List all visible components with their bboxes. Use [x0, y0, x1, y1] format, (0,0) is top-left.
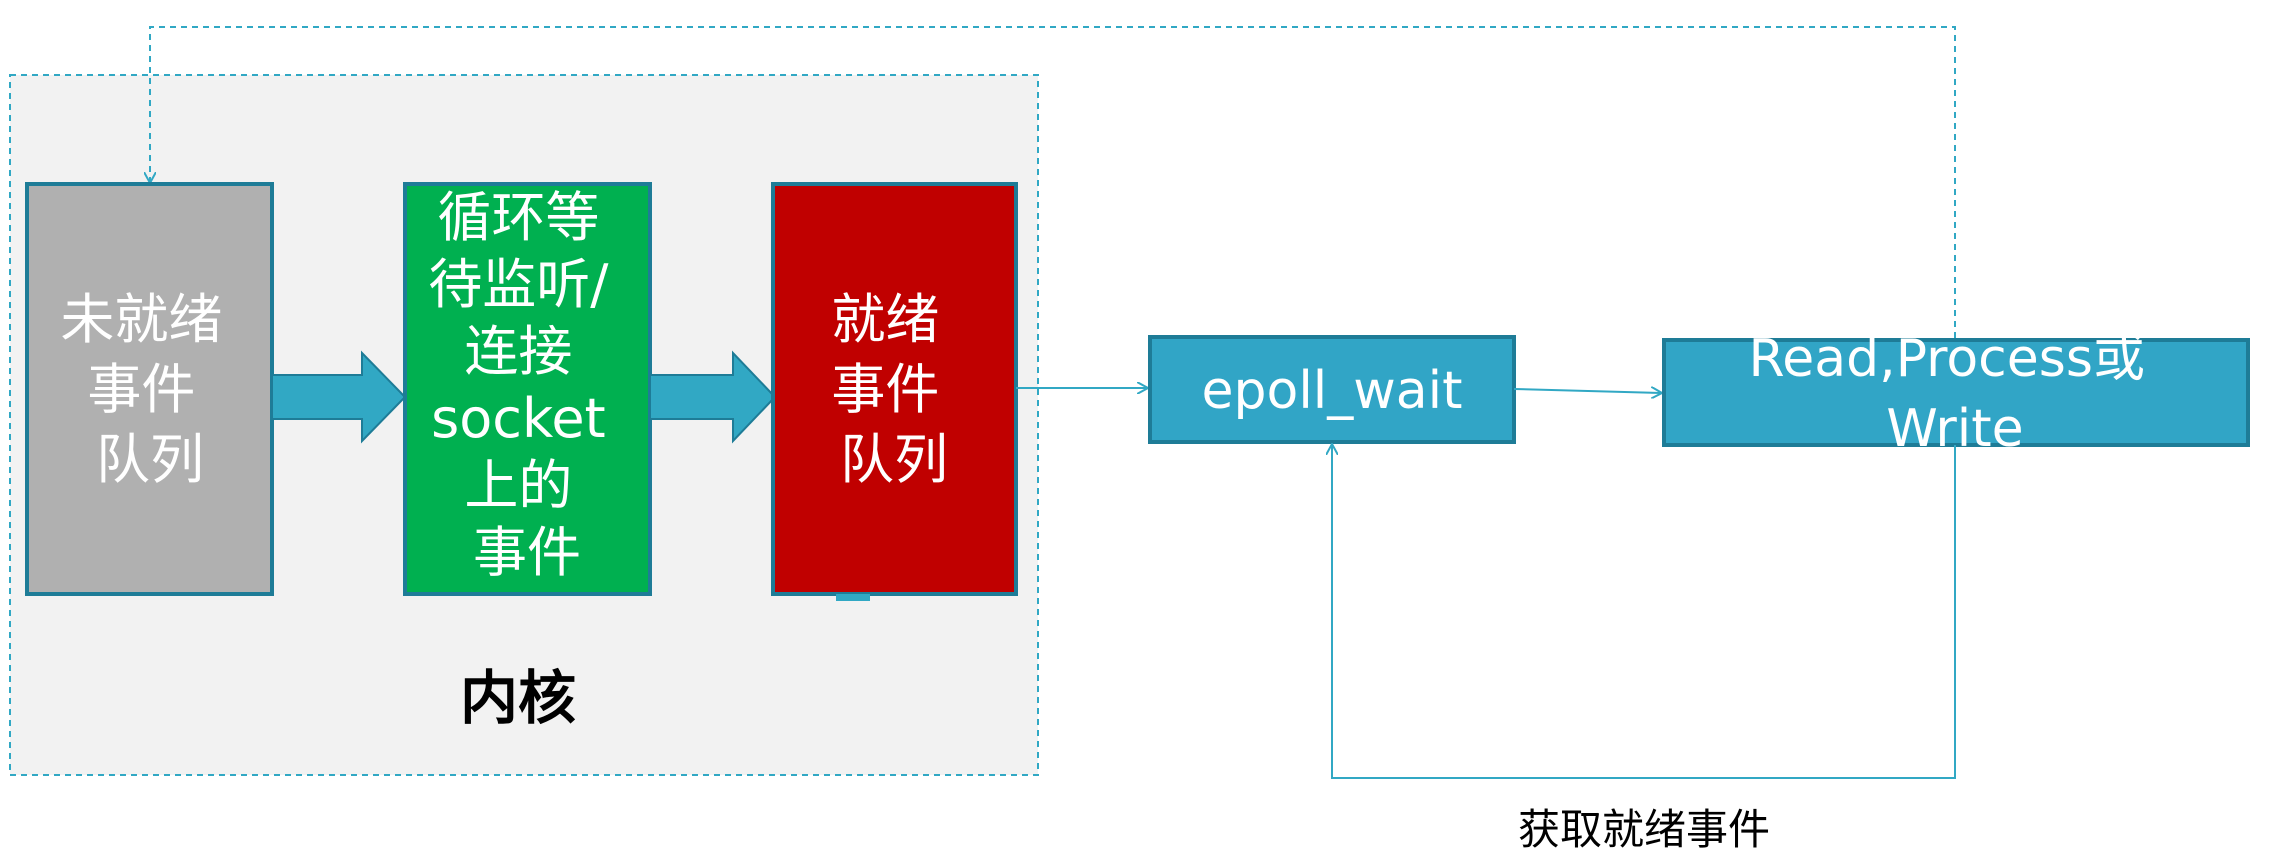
epoll-to-process-connector — [1513, 389, 1662, 393]
loop-line-6: 事件 — [473, 521, 581, 584]
kernel-label: 内核 — [460, 664, 576, 732]
svg-text:就绪 事件 队列: 就绪 事件 队列 — [831, 288, 956, 491]
ready-line-1: 就绪 — [831, 288, 939, 351]
feedback-connector — [1332, 444, 1956, 779]
unready-line-1: 未就绪 — [60, 288, 222, 351]
ready-queue-tab — [836, 594, 870, 601]
ready-line-2: 事件 — [831, 358, 939, 421]
loop-wait-box: 循环等 待监听/ 连接 socket 上的 事件 — [403, 182, 652, 596]
unready-queue-box: 未就绪 事件 队列 — [25, 182, 274, 596]
epoll-wait-label: epoll_wait — [1202, 361, 1463, 421]
block-arrow-2 — [649, 350, 777, 444]
loop-line-2: 待监听/ — [428, 253, 609, 316]
loop-line-4: socket — [431, 387, 606, 450]
dashed-return-connector — [150, 26, 1956, 338]
feedback-label: 获取就绪事件 — [1518, 805, 1770, 854]
block-arrow-1 — [271, 350, 407, 444]
ready-line-3: 队列 — [840, 428, 948, 491]
svg-text:Read,Process或 Write: Read,Process或 Write — [1749, 329, 2162, 459]
process-box: Read,Process或 Write — [1662, 329, 2250, 459]
loop-line-1: 循环等 — [437, 186, 599, 249]
loop-line-3: 连接 — [464, 320, 572, 383]
svg-text:循环等 待监听/ 连接: 循环等 待监听/ 连接 socket 上的 事件 — [428, 186, 625, 584]
process-line-1: Read,Process或 — [1749, 329, 2145, 389]
unready-line-3: 队列 — [96, 428, 204, 491]
unready-line-2: 事件 — [87, 358, 195, 421]
epoll-wait-box: epoll_wait — [1148, 335, 1516, 444]
loop-line-5: 上的 — [464, 454, 572, 517]
ready-queue-box: 就绪 事件 队列 — [771, 182, 1018, 601]
svg-text:未就绪 事件 队列: 未就绪 事件 队列 — [60, 288, 239, 491]
